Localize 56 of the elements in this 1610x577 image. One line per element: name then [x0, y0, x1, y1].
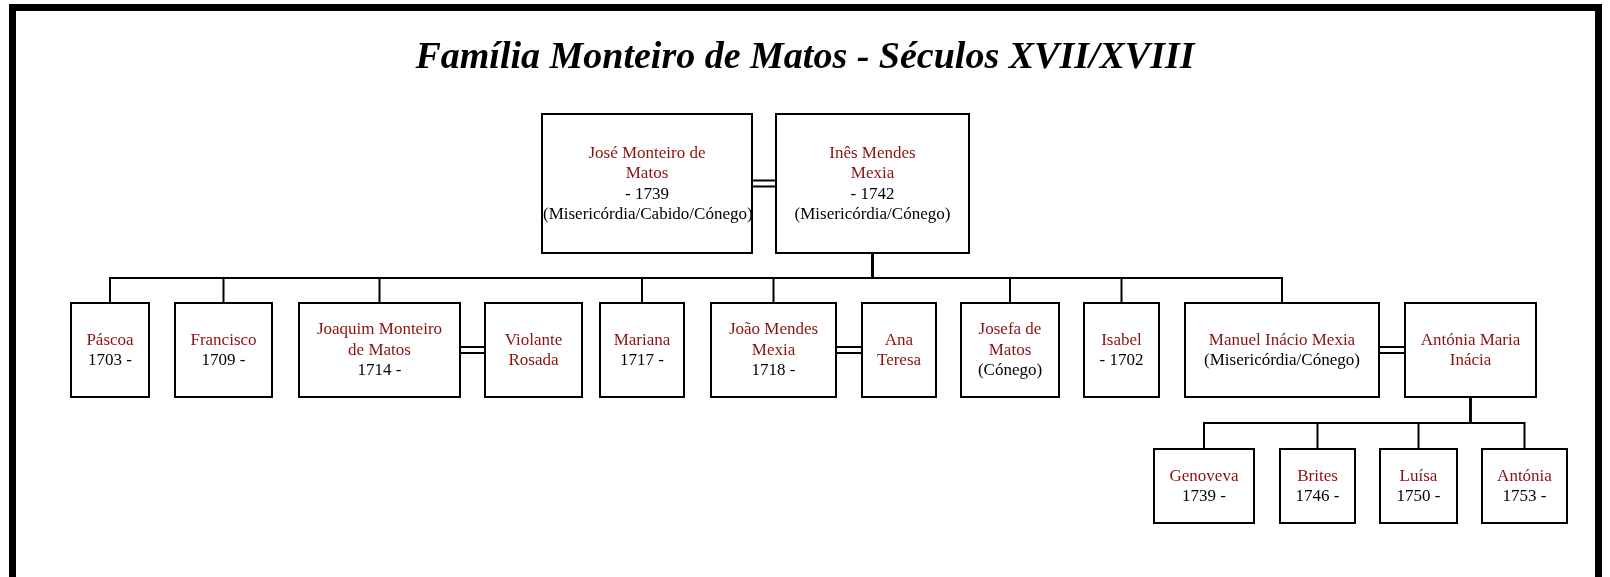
- person-box: [1153, 448, 1255, 524]
- connector-line: [836, 346, 862, 354]
- connector-line: [460, 346, 485, 354]
- person-note: 1714 -: [357, 360, 402, 381]
- person-note: (Misericórdia/Cónego): [1204, 350, 1360, 371]
- person-name: João Mendes Mexia: [727, 319, 820, 361]
- person-name: Inês Mendes Mexia: [828, 142, 917, 184]
- person-note: 1718 -: [751, 360, 796, 381]
- person-box: [541, 113, 753, 254]
- person-box: [1379, 448, 1458, 524]
- person-note: 1703 -: [88, 350, 132, 371]
- person-name: Antónia: [1497, 465, 1552, 486]
- person-note: 1709 -: [201, 350, 246, 371]
- person-box: [1279, 448, 1356, 524]
- person-name: José Monteiro de Matos: [587, 142, 707, 184]
- person-box: [484, 302, 583, 398]
- person-box: [599, 302, 685, 398]
- person-name: Violante Rosada: [503, 329, 564, 371]
- person-note: (Cónego): [977, 360, 1043, 381]
- person-note: 1717 -: [620, 350, 664, 371]
- person-box: [298, 302, 461, 398]
- person-note: 1746 -: [1295, 486, 1340, 507]
- connector-line: [752, 179, 776, 188]
- person-note: (Misericórdia/Cónego): [794, 203, 951, 225]
- title: Família Monteiro de Matos - Séculos XVII/XVIII: [414, 36, 1197, 74]
- person-name: Páscoa: [86, 329, 134, 350]
- person-box: [775, 113, 970, 254]
- person-name: Josefa de Matos: [977, 319, 1043, 361]
- person-box: [1404, 302, 1537, 398]
- person-note: (Misericórdia/Cabido/Cónego): [543, 203, 751, 225]
- person-note: - 1702: [1099, 350, 1144, 371]
- person-box: [960, 302, 1060, 398]
- person-name: Luísa: [1399, 465, 1438, 486]
- person-box: [1481, 448, 1568, 524]
- person-box: [174, 302, 273, 398]
- person-name: Joaquim Monteiro de Matos: [315, 319, 444, 361]
- person-box: [1083, 302, 1160, 398]
- person-note: 1753 -: [1502, 486, 1547, 507]
- person-note: 1750 -: [1396, 486, 1441, 507]
- person-name: Isabel: [1101, 329, 1142, 350]
- connector-line: [1379, 346, 1405, 354]
- person-name: Brites: [1297, 465, 1338, 486]
- person-box: [70, 302, 150, 398]
- person-box: [1184, 302, 1380, 398]
- person-box: [861, 302, 937, 398]
- person-name: Ana Teresa: [875, 329, 923, 371]
- person-note: 1739 -: [1182, 486, 1226, 507]
- person-name: Mariana: [613, 329, 671, 350]
- person-name: Antónia Maria Inácia: [1419, 329, 1522, 371]
- connector-line: [1469, 397, 1526, 449]
- person-name: Manuel Inácio Mexia: [1208, 329, 1356, 350]
- person-note: - 1742: [850, 183, 895, 204]
- person-name: Genoveva: [1169, 465, 1239, 486]
- person-note: - 1739: [625, 183, 669, 204]
- person-box: [710, 302, 837, 398]
- person-name: Francisco: [190, 329, 257, 350]
